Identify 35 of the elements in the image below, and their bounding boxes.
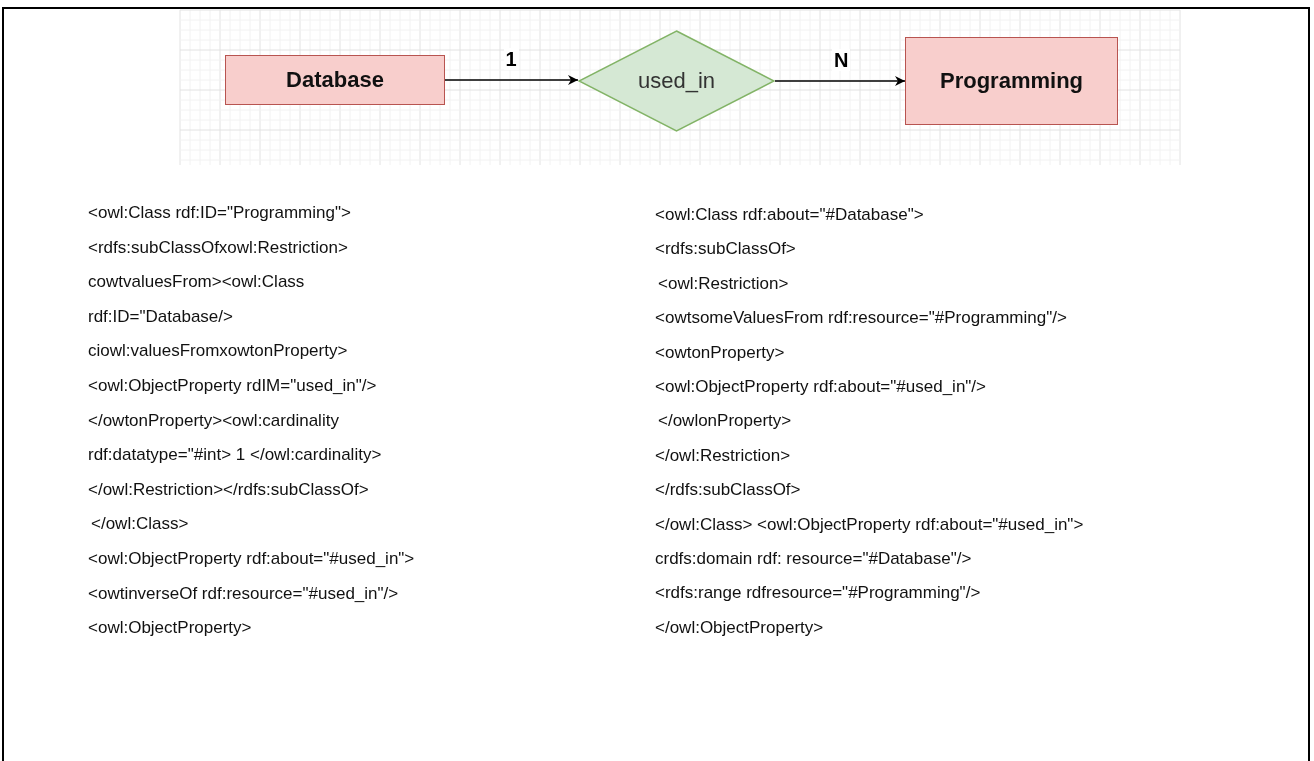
- code-line: </owl:Restriction>: [655, 445, 791, 466]
- relationship-diamond: [578, 30, 775, 132]
- code-line: </owl:Class>: [91, 514, 189, 535]
- code-line: cowtvaluesFrom><owl:Class: [88, 272, 305, 293]
- code-line: <owtonProperty>: [655, 342, 785, 363]
- code-line: <owl:ObjectProperty rdf:about="#used_in">: [88, 549, 415, 569]
- code-line: <owl:Class rdf:ID="Programming">: [88, 203, 351, 223]
- code-line: ciowl:valuesFromxowtonProperty>: [88, 341, 348, 362]
- code-line: </owtonProperty><owl:cardinality: [88, 410, 339, 431]
- code-line: <owl:ObjectProperty rdIM="used_in"/>: [88, 376, 377, 396]
- code-line: crdfs:domain rdf: resource="#Database"/>: [655, 549, 972, 569]
- arrow: [444, 75, 579, 85]
- code-line: <owl:Restriction>: [658, 273, 789, 294]
- code-line: </owl:ObjectProperty>: [655, 617, 824, 638]
- code-line: <owl:ObjectProperty>: [88, 618, 252, 639]
- code-line: </rdfs:subClassOf>: [655, 480, 801, 501]
- relationship-name: used_in: [637, 68, 716, 94]
- code-line: <owl:Class rdf:about="#Database">: [655, 205, 924, 225]
- code-line: <owtsomeValuesFrom rdf:resource="#Programming"/>: [655, 308, 1067, 329]
- code-line: <rdfs:subClassOfxowl:Restriction>: [88, 237, 348, 258]
- entity-name: Programming: [940, 68, 1083, 94]
- code-line: </owl:Class> <owl:ObjectProperty rdf:about="#used_in">: [655, 514, 1084, 535]
- code-line: </owlonProperty>: [658, 411, 792, 432]
- arrow: [774, 76, 906, 86]
- cardinality-label: N: [832, 49, 851, 71]
- entity-box: [905, 37, 1118, 125]
- code-line: rdf:ID="Database/>: [88, 306, 233, 327]
- entity-name: Database: [286, 67, 384, 93]
- code-line: </owl:Restriction></rdfs:subClassOf>: [88, 479, 369, 500]
- code-line: rdf:datatype="#int> 1 </owl:cardinality>: [88, 445, 382, 466]
- code-line: <rdfs:range rdfresource="#Programming"/>: [655, 583, 981, 604]
- entity-box: [225, 55, 445, 105]
- code-line: <owtinverseOf rdf:resource="#used_in"/>: [88, 583, 399, 604]
- code-line: <rdfs:subClassOf>: [655, 239, 796, 260]
- code-line: <owl:ObjectProperty rdf:about="#used_in"/>: [655, 377, 987, 397]
